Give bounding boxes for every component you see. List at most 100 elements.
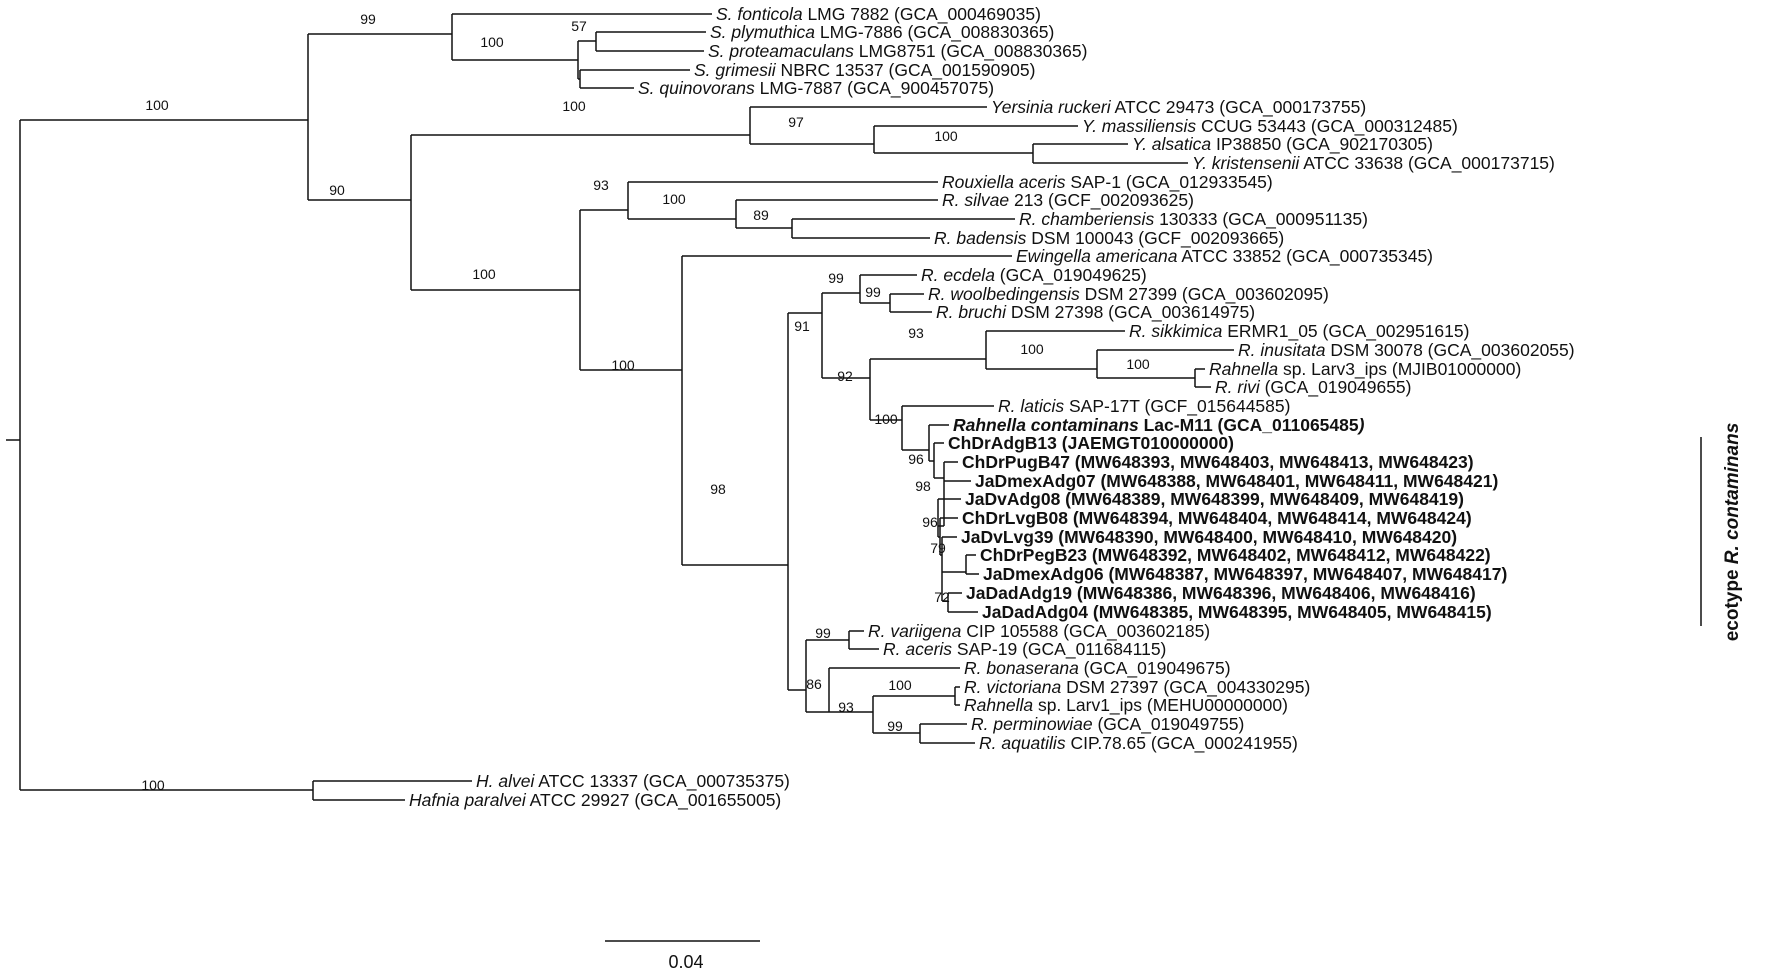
leaf-label-part: Rahnella — [1209, 359, 1278, 379]
leaf-label-ewingella: Ewingella americana ATCC 33852 (GCA_0007… — [1016, 246, 1433, 267]
bootstrap-bs_yersinia: 100 — [562, 98, 586, 114]
bootstrap-bs_rahnella_group: 100 — [472, 266, 496, 282]
leaf-label-s_quinovorans: S. quinovorans LMG-7887 (GCA_900457075) — [638, 78, 994, 99]
leaf-label-part: Hafnia paralvei — [409, 790, 527, 810]
leaf-label-s_proteamaculans: S. proteamaculans LMG8751 (GCA_008830365… — [708, 41, 1087, 62]
bootstrap-bs_ecotype_c: 96 — [922, 514, 938, 530]
leaf-label-part: ChDrLvgB08 (MW648394, MW648404, MW648414… — [962, 508, 1472, 528]
leaf-label-part: JaDmexAdg07 (MW648388, MW648401, MW64841… — [975, 471, 1498, 491]
leaf-label-part: JaDvAdg08 (MW648389, MW648399, MW648409,… — [965, 489, 1464, 509]
leaf-label-r_aquatilis: R. aquatilis CIP.78.65 (GCA_000241955) — [979, 733, 1298, 754]
leaf-label-part: ATCC 29927 (GCA_001655005) — [526, 790, 782, 811]
bootstrap-bs_rouxiella: 93 — [593, 177, 609, 193]
leaf-label-part: JaDadAdg04 (MW648385, MW648395, MW648405… — [982, 602, 1492, 622]
leaf-label-part: ATCC 29473 (GCA_000173755) — [1111, 97, 1367, 118]
bootstrap-bs_yersinia_alsatica: 100 — [934, 128, 958, 144]
leaf-label-part: 213 (GCF_002093625) — [1009, 190, 1194, 211]
leaf-label-part: NBRC 13537 (GCA_001590905) — [776, 60, 1036, 81]
leaf-label-part: R. silvae — [942, 190, 1009, 210]
leaf-label-s_plymuthica: S. plymuthica LMG-7886 (GCA_008830365) — [710, 22, 1054, 43]
leaf-label-r_woolbedingensis: R. woolbedingensis DSM 27399 (GCA_003602… — [928, 284, 1329, 305]
leaf-label-part: R. victoriana — [964, 677, 1062, 697]
scale-bar-label: 0.04 — [668, 952, 703, 972]
leaf-label-part: DSM 30078 (GCA_003602055) — [1326, 340, 1575, 361]
bootstrap-bs_victoriana: 100 — [888, 677, 912, 693]
leaf-label-part: ) — [1357, 415, 1365, 435]
leaf-label-part: SAP-19 (GCA_011684115) — [952, 639, 1166, 660]
leaf-label-part: ATCC 13337 (GCA_000735375) — [534, 771, 790, 792]
leaf-label-jadadadg19: JaDadAdg19 (MW648386, MW648396, MW648406… — [966, 583, 1476, 603]
leaf-label-part: LMG8751 (GCA_008830365) — [854, 41, 1087, 62]
leaf-label-r_laticis: R. laticis SAP-17T (GCF_015644585) — [998, 396, 1290, 417]
leaf-label-part: ATCC 33638 (GCA_000173715) — [1299, 153, 1555, 174]
bootstrap-bs_woolbedingensis: 99 — [865, 284, 881, 300]
leaf-label-jadvadg08: JaDvAdg08 (MW648389, MW648399, MW648409,… — [965, 489, 1464, 509]
leaf-label-part: sp. Larv3_ips (MJIB01000000) — [1278, 359, 1521, 380]
bootstrap-bs_rahnella_a: 91 — [794, 318, 810, 334]
leaf-label-part: LMG-7887 (GCA_900457075) — [755, 78, 994, 99]
bootstrap-bs_silvae: 100 — [662, 191, 686, 207]
leaf-label-part: sp. Larv1_ips (MEHU00000000) — [1033, 695, 1288, 716]
leaf-label-y_kristensenii: Y. kristensenii ATCC 33638 (GCA_00017371… — [1192, 153, 1555, 174]
leaf-label-part: ERMR1_05 (GCA_002951615) — [1222, 321, 1469, 342]
leaf-label-part: R. chamberiensis — [1019, 209, 1154, 229]
bootstrap-bs_hafnia: 100 — [141, 777, 165, 793]
leaf-label-part: S. plymuthica — [710, 22, 815, 42]
leaf-label-part: SAP-17T (GCF_015644585) — [1064, 396, 1290, 417]
leaf-label-part: Ewingella americana — [1016, 246, 1178, 266]
leaf-label-part: R. inusitata — [1238, 340, 1326, 360]
leaf-label-part: LMG-7886 (GCA_008830365) — [815, 22, 1054, 43]
leaf-label-part: Rouxiella aceris — [942, 172, 1066, 192]
leaf-label-part: ChDrPugB47 (MW648393, MW648403, MW648413… — [962, 452, 1474, 472]
leaf-label-part: S. grimesii — [694, 60, 777, 80]
leaf-label-part: SAP-1 (GCA_012933545) — [1066, 172, 1273, 193]
leaf-label-h_alvei: H. alvei ATCC 13337 (GCA_000735375) — [476, 771, 790, 792]
bootstrap-bs_rahnella: 98 — [710, 481, 726, 497]
leaf-label-part: 130333 (GCA_000951135) — [1154, 209, 1368, 230]
leaf-label-part: R. perminowiae — [971, 714, 1093, 734]
leaf-label-part: S. quinovorans — [638, 78, 755, 98]
bootstrap-bs_bonaserana: 86 — [806, 676, 822, 692]
bootstrap-bs_ecotype_d: 79 — [930, 540, 946, 556]
leaf-label-r_variigena: R. variigena CIP 105588 (GCA_003602185) — [868, 621, 1210, 642]
leaf-label-s_grimesii: S. grimesii NBRC 13537 (GCA_001590905) — [694, 60, 1035, 81]
leaf-label-part: (GCA_019049655) — [1260, 377, 1412, 398]
leaf-label-part: R. variigena — [868, 621, 962, 641]
tree-labels: S. fonticola LMG 7882 (GCA_000469035)S. … — [141, 4, 1574, 811]
leaf-label-part: R. bruchi — [936, 302, 1007, 322]
leaf-label-jadadadg04: JaDadAdg04 (MW648385, MW648395, MW648405… — [982, 602, 1492, 622]
leaf-label-rouxiella: Rouxiella aceris SAP-1 (GCA_012933545) — [942, 172, 1273, 193]
leaf-label-r_sikkimica: R. sikkimica ERMR1_05 (GCA_002951615) — [1129, 321, 1469, 342]
leaf-label-chdradgb13: ChDrAdgB13 (JAEMGT010000000) — [948, 433, 1234, 453]
leaf-label-part: JaDvLvg39 (MW648390, MW648400, MW648410,… — [961, 527, 1457, 547]
leaf-label-part: Yersinia ruckeri — [991, 97, 1112, 117]
leaf-label-r_chamberiensis: R. chamberiensis 130333 (GCA_000951135) — [1019, 209, 1368, 230]
bootstrap-bs_ewingella: 100 — [611, 357, 635, 373]
leaf-label-chdrpugb47: ChDrPugB47 (MW648393, MW648403, MW648413… — [962, 452, 1474, 472]
leaf-label-y_ruckeri: Yersinia ruckeri ATCC 29473 (GCA_0001737… — [991, 97, 1366, 118]
bootstrap-bs_inusitata: 100 — [1020, 341, 1044, 357]
leaf-label-part: Rahnella contaminans — [953, 415, 1139, 435]
leaf-label-part: ChDrPegB23 (MW648392, MW648402, MW648412… — [980, 545, 1491, 565]
leaf-label-r_bonaserana: R. bonaserana (GCA_019049675) — [964, 658, 1231, 679]
leaf-label-r_inusitata: R. inusitata DSM 30078 (GCA_003602055) — [1238, 340, 1575, 361]
leaf-label-part: R. woolbedingensis — [928, 284, 1080, 304]
bootstrap-bs_ecotype: 96 — [908, 451, 924, 467]
leaf-label-rahnella_larv1: Rahnella sp. Larv1_ips (MEHU00000000) — [964, 695, 1288, 716]
leaf-label-part: IP38850 (GCA_902170305) — [1211, 134, 1433, 155]
leaf-label-part: CCUG 53443 (GCA_000312485) — [1196, 116, 1458, 137]
leaf-label-part: R. sikkimica — [1129, 321, 1223, 341]
bootstrap-bs_larv3: 100 — [1126, 356, 1150, 372]
bootstrap-bs_ecdela: 99 — [828, 270, 844, 286]
leaf-label-part: R. aquatilis — [979, 733, 1066, 753]
leaf-label-part: CIP.78.65 (GCA_000241955) — [1066, 733, 1298, 754]
leaf-label-jadmexadg07: JaDmexAdg07 (MW648388, MW648401, MW64841… — [975, 471, 1498, 491]
leaf-label-part: Rahnella — [964, 695, 1033, 715]
bootstrap-bs_yersinia_rahnella: 90 — [329, 182, 345, 198]
leaf-label-part: Y. massiliensis — [1082, 116, 1196, 136]
leaf-label-r_silvae: R. silvae 213 (GCF_002093625) — [942, 190, 1194, 211]
bootstrap-bs_serratia_inner: 100 — [480, 34, 504, 50]
leaf-label-part: (GCA_019049625) — [995, 265, 1147, 286]
